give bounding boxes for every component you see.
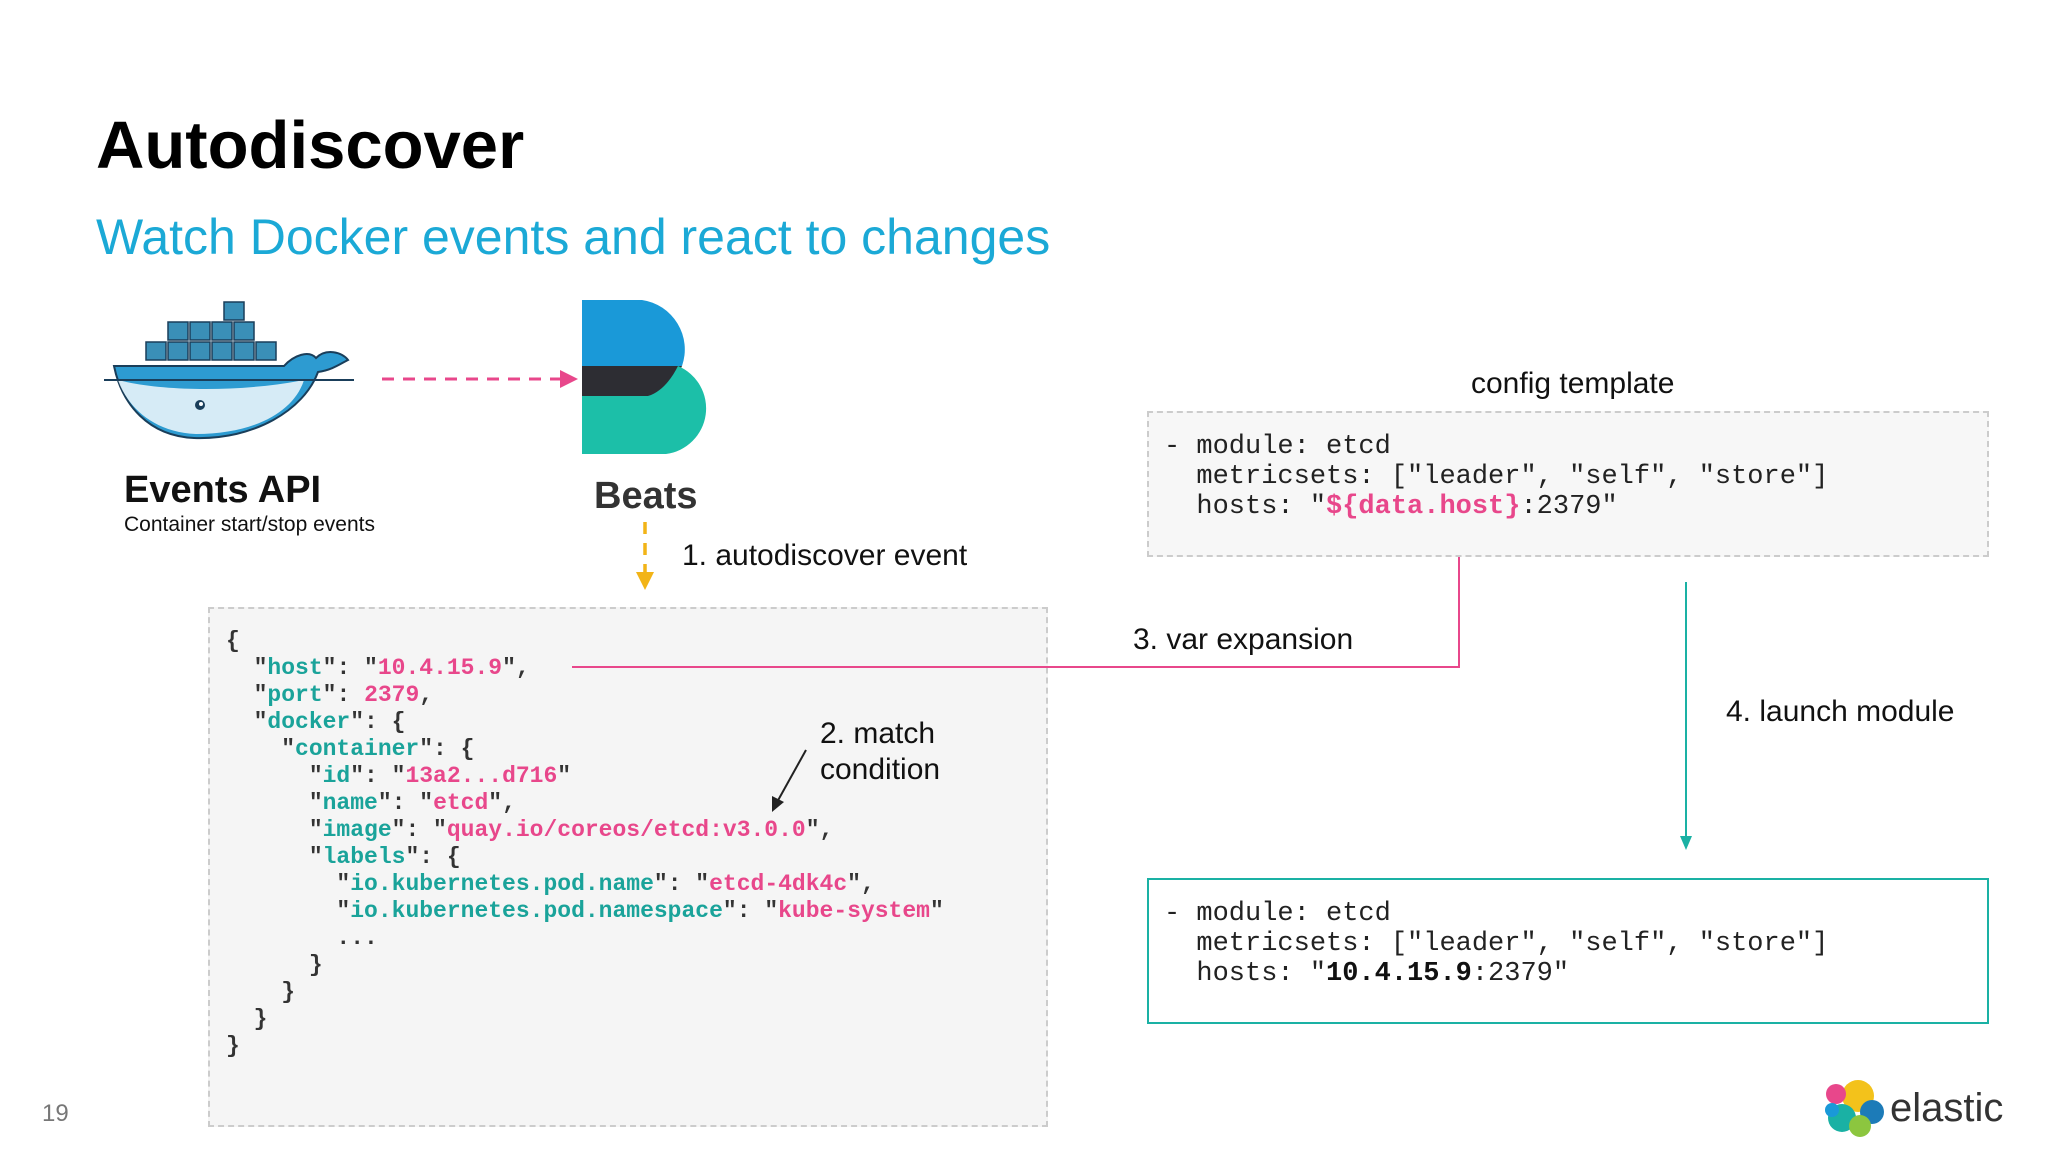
event-json-box: [208, 607, 1048, 1127]
config-template-box: [1147, 411, 1989, 557]
json-line: "docker": {: [226, 709, 406, 735]
json-line: "container": {: [226, 736, 475, 762]
launched-config-line: - module: etcd: [1164, 899, 1391, 929]
config-template-line: - module: etcd: [1164, 432, 1391, 462]
json-line: "port": 2379,: [226, 682, 434, 708]
match-condition-arrow: [772, 749, 807, 812]
config-template-label: config template: [1471, 367, 1675, 400]
step1-label: 1. autodiscover event: [682, 539, 968, 572]
json-line: "labels": {: [226, 844, 461, 870]
step3-label: 3. var expansion: [1133, 623, 1354, 656]
json-line: ...: [336, 925, 378, 951]
elastic-logo-icon: [1825, 1080, 1884, 1137]
slide-title: Autodiscover: [96, 108, 525, 183]
beats-logo-icon: [582, 300, 707, 454]
page-number: 19: [42, 1100, 69, 1127]
json-line: "name": "etcd",: [226, 790, 516, 816]
autodiscover-event-arrow: [636, 522, 654, 590]
launch-module-arrow: [1680, 582, 1692, 850]
elastic-wordmark: elastic: [1890, 1086, 2004, 1130]
json-line: "image": "quay.io/coreos/etcd:v3.0.0",: [226, 817, 834, 843]
events-api-title: Events API: [124, 469, 322, 511]
beats-title: Beats: [594, 475, 698, 517]
json-line: }: [281, 979, 296, 1005]
docker-whale-icon: [104, 301, 354, 440]
json-line: }: [253, 1006, 268, 1032]
json-line: "io.kubernetes.pod.namespace": "kube-sys…: [226, 898, 944, 924]
step4-label: 4. launch module: [1726, 695, 1955, 728]
json-line: "id": "13a2...d716": [226, 763, 572, 789]
slide-subtitle: Watch Docker events and react to changes: [96, 209, 1051, 265]
events-arrow: [382, 370, 578, 388]
step2-label-line1: 2. match: [820, 717, 936, 750]
config-template-line: metricsets: ["leader", "self", "store"]: [1196, 462, 1829, 492]
events-api-subtitle: Container start/stop events: [124, 513, 375, 536]
launched-config-box: [1147, 878, 1989, 1024]
json-line: "io.kubernetes.pod.name": "etcd-4dk4c",: [226, 871, 875, 897]
config-template-line: hosts: "${data.host}:2379": [1196, 492, 1618, 522]
launched-config-line: hosts: "10.4.15.9:2379": [1196, 959, 1570, 989]
json-line: "host": "10.4.15.9",: [226, 655, 530, 681]
launched-config-line: metricsets: ["leader", "self", "store"]: [1196, 929, 1829, 959]
json-line: }: [308, 952, 323, 978]
json-line: }: [226, 1033, 240, 1059]
step2-label-line2: condition: [820, 753, 941, 786]
json-line: {: [226, 628, 240, 654]
